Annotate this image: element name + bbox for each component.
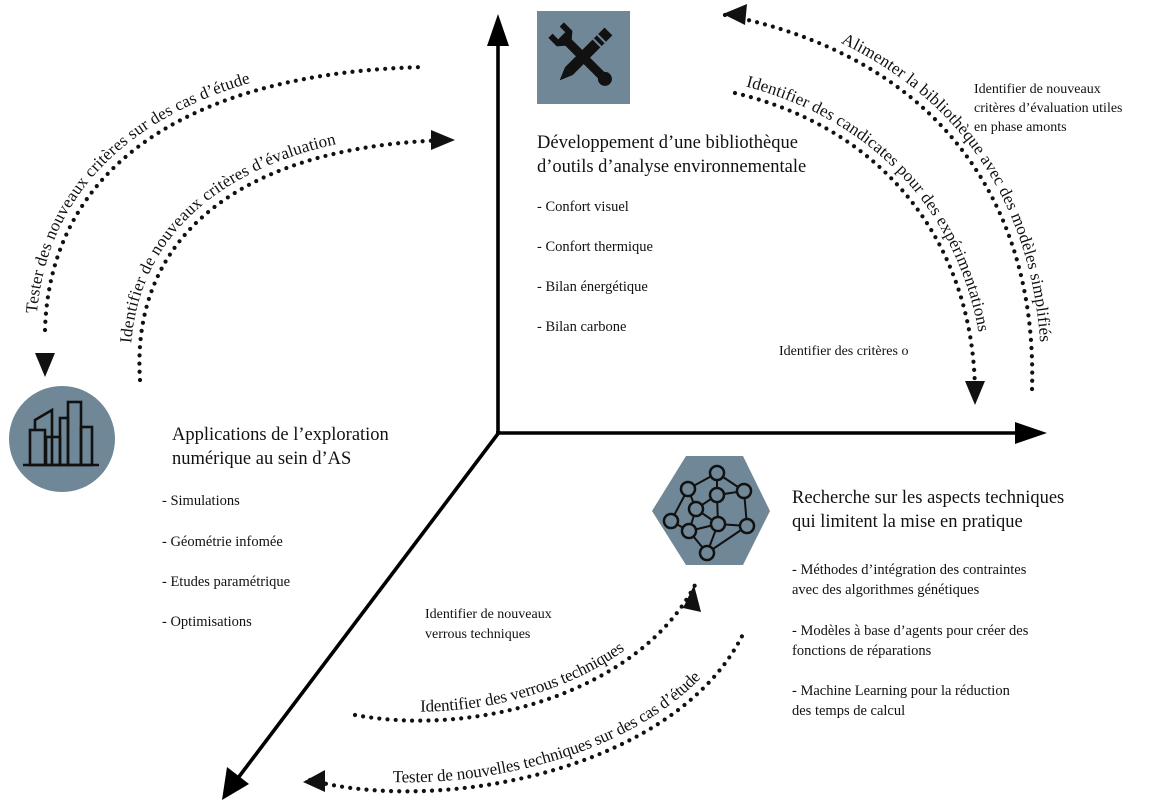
axes [222,14,1047,800]
arrowhead-bottom-outer [303,770,325,792]
right-bullet-3-line2: des temps de calcul [792,703,905,719]
right-title-line1: Recherche sur les aspects techniques [792,488,1064,508]
left-block: Applications de l’exploration numérique … [162,425,389,630]
left-bullet-2: - Géométrie infomée [162,534,283,550]
notes: Identifier de nouveaux critères d’évalua… [425,82,1123,642]
arrowhead-bottom-inner [683,585,701,612]
top-bullet-2: - Confort thermique [537,239,653,255]
network-graph-icon [652,456,770,565]
right-title-line2: qui limitent la mise en pratique [792,512,1023,532]
top-bullet-3: - Bilan énergétique [537,279,648,295]
note-bottom-mid-line1: Identifier de nouveaux [425,607,552,622]
note-top-right-line1: Identifier de nouveaux [974,82,1101,97]
curve-left-inner [139,140,450,380]
arrowhead-right-outer [723,4,747,25]
right-block: Recherche sur les aspects techniques qui… [792,488,1064,719]
label-right-outer: Alimenter la bibliothèque avec des modèl… [839,29,1055,342]
top-title-line2: d’outils d’analyse environnementale [537,157,806,177]
wrench-pencil-icon [537,11,630,104]
right-bullet-1-line2: avec des algorithmes génétiques [792,582,980,598]
arrowhead-left-outer [35,353,55,377]
right-bullet-2-line1: - Modèles à base d’agents pour créer des [792,623,1029,639]
right-bullet-1-line1: - Méthodes d’intégration des contraintes [792,562,1027,578]
curve-right-outer [725,15,1032,390]
axis-vertical-arrowhead [487,14,509,46]
note-top-mid: Identifier des critères o [779,344,908,359]
left-bullet-3: - Etudes paramétrique [162,574,290,590]
left-title-line2: numérique au sein d’AS [172,449,351,469]
right-bullet-3-line1: - Machine Learning pour la réduction [792,683,1011,699]
note-top-right-line3: en phase amonts [974,120,1067,135]
curve-left-outer [45,67,425,330]
axis-horizontal-arrowhead [1015,422,1047,444]
axis-diagonal [233,429,502,784]
note-bottom-mid-line2: verrous techniques [425,627,530,642]
top-bullet-4: - Bilan carbone [537,319,626,335]
right-bullet-2-line2: fonctions de réparations [792,643,932,659]
left-title-line1: Applications de l’exploration [172,425,389,445]
arrowhead-left-inner [431,130,455,150]
buildings-icon [9,386,115,492]
axis-diagonal-arrowhead [222,767,249,800]
arrowhead-right-inner [965,381,985,405]
left-bullet-4: - Optimisations [162,614,252,630]
top-bullet-1: - Confort visuel [537,199,629,215]
curved-arrows [35,4,1032,792]
label-bottom-inner: Identifier des verrous techniques [420,638,627,716]
note-top-right-line2: critères d’évaluation utiles [974,101,1123,116]
label-left-inner: Identifier de nouveaux critères d’évalua… [116,129,338,343]
top-block: Développement d’une bibliothèque d’outil… [537,133,806,335]
left-bullet-1: - Simulations [162,493,240,509]
top-title-line1: Développement d’une bibliothèque [537,133,798,153]
